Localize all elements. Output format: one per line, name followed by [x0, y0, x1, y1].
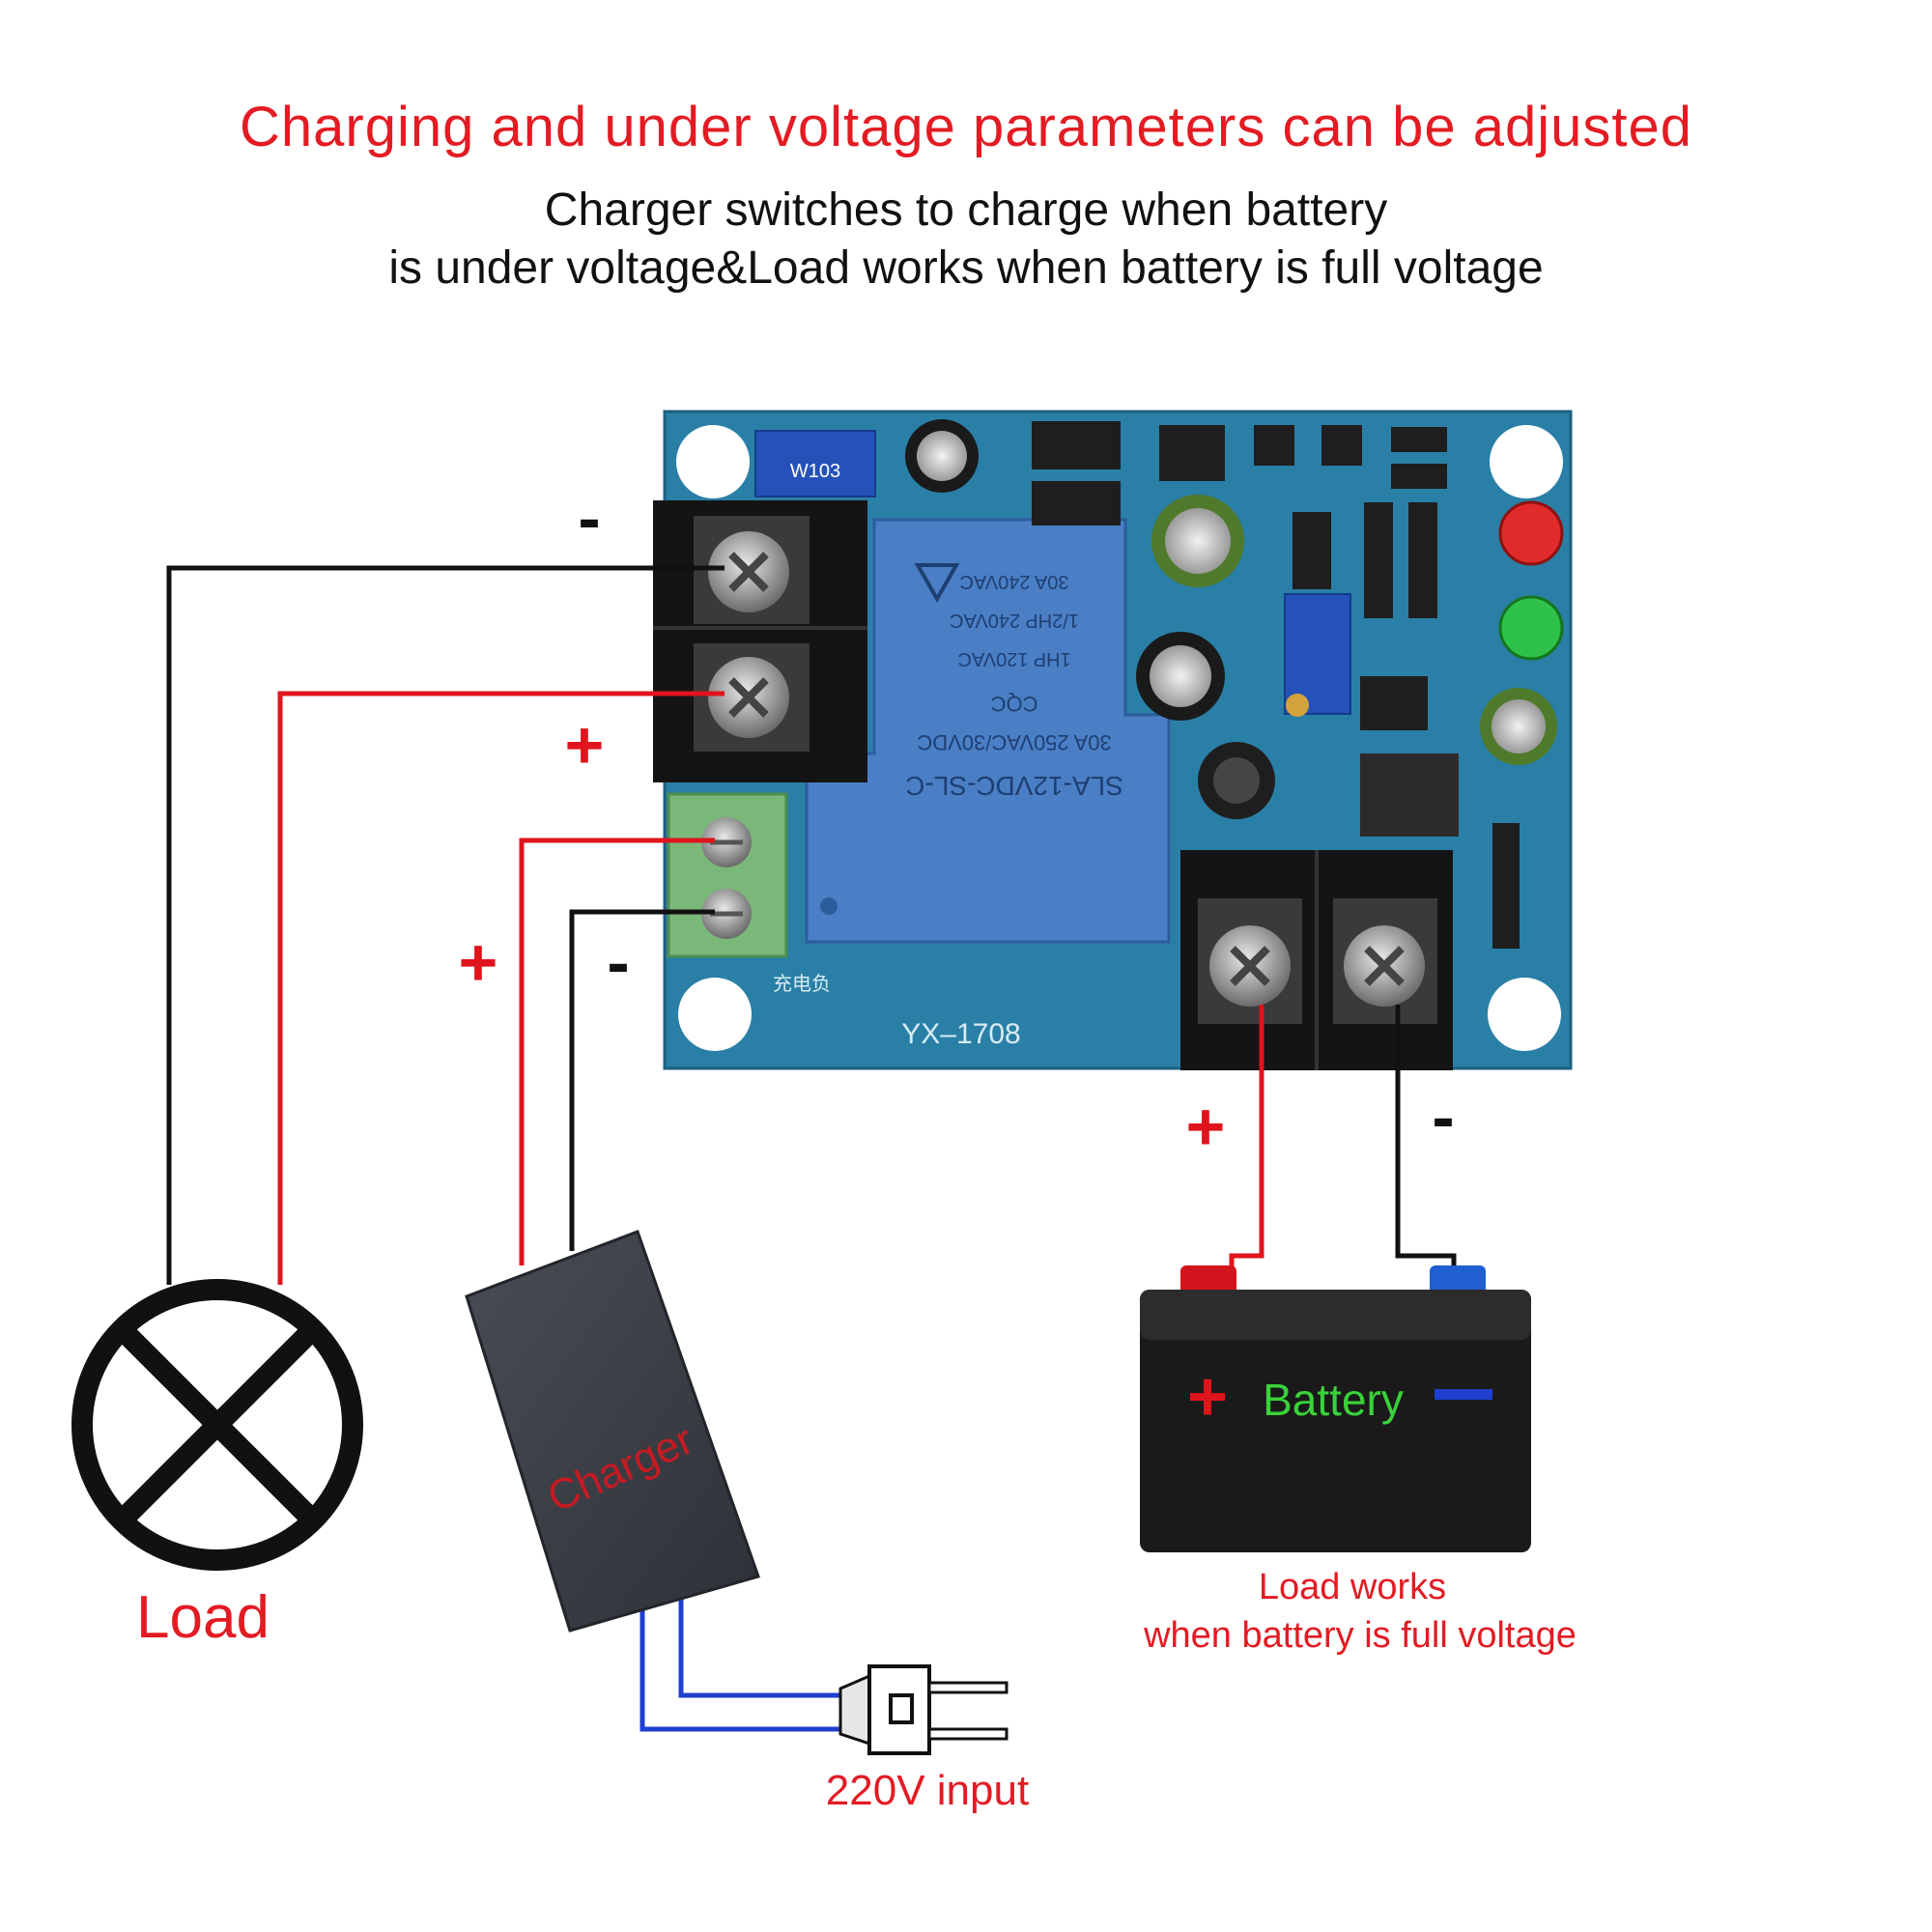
ic-chip: [1408, 502, 1437, 618]
power-plug-icon: 220V input: [826, 1664, 1029, 1814]
relay-text: CQC: [990, 692, 1037, 716]
subtitle-line2: is under voltage&Load works when battery…: [388, 242, 1544, 294]
capacitor: [1150, 645, 1211, 707]
battery-note-line1: Load works: [1259, 1567, 1446, 1607]
charger-plus-wire: [519, 838, 715, 1265]
load-plus-mark: +: [565, 707, 605, 782]
board-model: YX–1708: [901, 1018, 1020, 1050]
load-plus-wire: [277, 691, 724, 1285]
control-board: SLA-12VDC-SL-C 30A 250VAC/30VDC CQC 1HP …: [663, 410, 1573, 1070]
mount-hole: [1490, 425, 1563, 498]
screw-slot: [728, 552, 769, 592]
battery-terminal-block: [1180, 850, 1453, 1070]
battery-minus-sign: [1435, 1389, 1492, 1400]
ic-chip: [1159, 425, 1225, 481]
screw-slot: [1230, 946, 1270, 986]
relay-text: 30A 250VAC/30VDC: [917, 730, 1111, 754]
wires: [166, 565, 1457, 1732]
ic-chip: [1364, 502, 1393, 618]
screw-slot: [728, 677, 769, 718]
relay-logo-icon: [914, 563, 960, 604]
mount-hole: [676, 425, 750, 498]
red-led: [1498, 500, 1564, 566]
ic-chip: [1032, 421, 1121, 469]
ic-chip: [1321, 425, 1362, 466]
relay-text: 30A 240VAC: [959, 571, 1068, 592]
ic-chip: [1293, 512, 1331, 589]
charge-terminal-block: [667, 792, 788, 958]
capacitor: [1165, 508, 1231, 574]
capacitors: [905, 419, 1557, 765]
ic-chip: [1254, 425, 1294, 466]
mains-wire: [639, 1604, 840, 1732]
load-lamp: Load: [71, 1279, 363, 1651]
battery-label: Battery: [1263, 1375, 1404, 1425]
ic-chip: [1032, 481, 1121, 526]
relay-text: 1HP 120VAC: [957, 648, 1070, 669]
capacitor: [1492, 699, 1546, 753]
battery: + Battery Load works when battery is ful…: [1140, 1265, 1577, 1656]
load-minus-mark: -: [578, 480, 600, 555]
capacitor: [917, 431, 967, 481]
lamp-symbol-icon: [71, 1279, 363, 1571]
screw-slot: [1364, 946, 1405, 986]
charger-minus-mark: -: [607, 924, 629, 1000]
smd-parts: [1032, 421, 1520, 949]
polarity-marks: - + + - + -: [459, 480, 1455, 1164]
load-minus-wire: [166, 565, 724, 1285]
load-terminal-block: [653, 500, 867, 782]
battery-body: [1140, 1290, 1531, 1552]
mains-wire: [678, 1596, 840, 1698]
pot-screw: [1286, 694, 1309, 717]
mount-hole: [1488, 978, 1561, 1051]
relay-text: SLA-12VDC-SL-C: [905, 771, 1123, 801]
input-label: 220V input: [826, 1767, 1029, 1814]
charger: Charger: [465, 1230, 760, 1633]
charger-body: [465, 1230, 760, 1633]
battery-note-line2: when battery is full voltage: [1143, 1615, 1577, 1656]
load-label: Load: [136, 1584, 270, 1651]
ic-chip: [1391, 427, 1447, 452]
subtitle-line1: Charger switches to charge when battery: [544, 185, 1388, 236]
ic-chip: [1360, 676, 1428, 730]
battery-minus-mark: -: [1432, 1079, 1454, 1154]
mount-hole: [678, 978, 752, 1051]
battery-plus-mark: +: [1186, 1089, 1226, 1164]
inductor: [1213, 757, 1260, 804]
resistor-array: [1492, 823, 1520, 949]
green-led: [1498, 595, 1564, 661]
pot-label: W103: [790, 461, 840, 482]
charger-minus-wire: [569, 909, 715, 1251]
relay-text: 1/2HP 240VAC: [950, 610, 1079, 631]
charge-terminal-label: 充电负: [773, 973, 831, 995]
potentiometer: [754, 430, 876, 497]
battery-plus-sign: +: [1187, 1358, 1228, 1435]
page-title: Charging and under voltage parameters ca…: [240, 96, 1692, 158]
ic-chip: [1391, 464, 1447, 489]
battery-lid: [1140, 1290, 1531, 1340]
relay-pin-mark: [820, 897, 838, 915]
regulator: [1360, 753, 1459, 837]
charger-plus-mark: +: [459, 924, 498, 1000]
